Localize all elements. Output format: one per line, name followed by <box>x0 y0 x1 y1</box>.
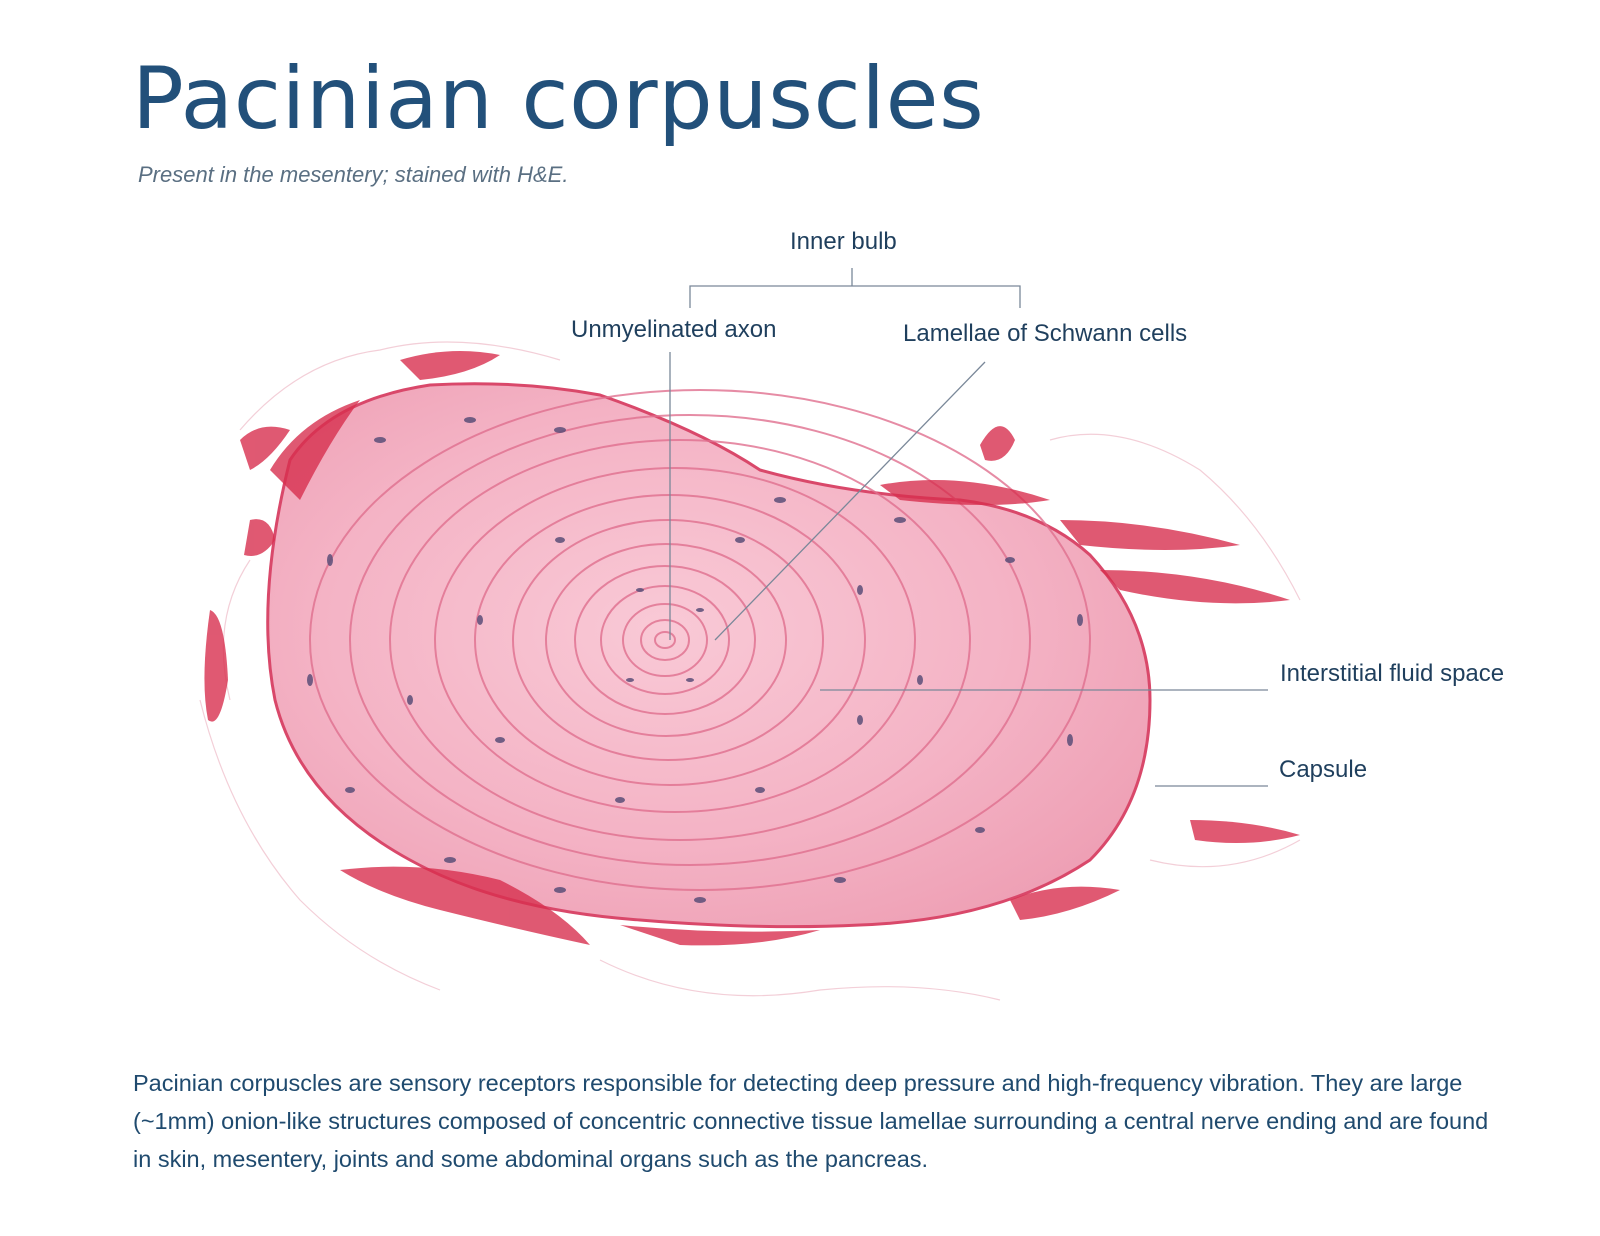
nuclei <box>307 417 1083 903</box>
capsule-body <box>266 382 1152 929</box>
page-subtitle: Present in the mesentery; stained with H… <box>138 162 569 187</box>
label-lamellae: Lamellae of Schwann cells <box>903 320 1188 347</box>
leader-lines <box>669 268 1268 787</box>
label-unmyelinated-axon: Unmyelinated axon <box>571 316 777 343</box>
connective-tissue <box>204 351 1300 946</box>
description-paragraph: Pacinian corpuscles are sensory receptor… <box>133 1069 1489 1172</box>
label-capsule: Capsule <box>1279 756 1368 783</box>
label-interstitial-fluid: Interstitial fluid space <box>1280 660 1505 687</box>
lamellae-rings <box>309 389 1091 891</box>
page-title: Pacinian corpuscles <box>132 49 985 149</box>
inner-bulb-bracket <box>689 285 1021 308</box>
background-tissue <box>199 341 1301 1001</box>
label-inner-bulb: Inner bulb <box>790 228 897 255</box>
lamellae-leader <box>714 361 986 641</box>
